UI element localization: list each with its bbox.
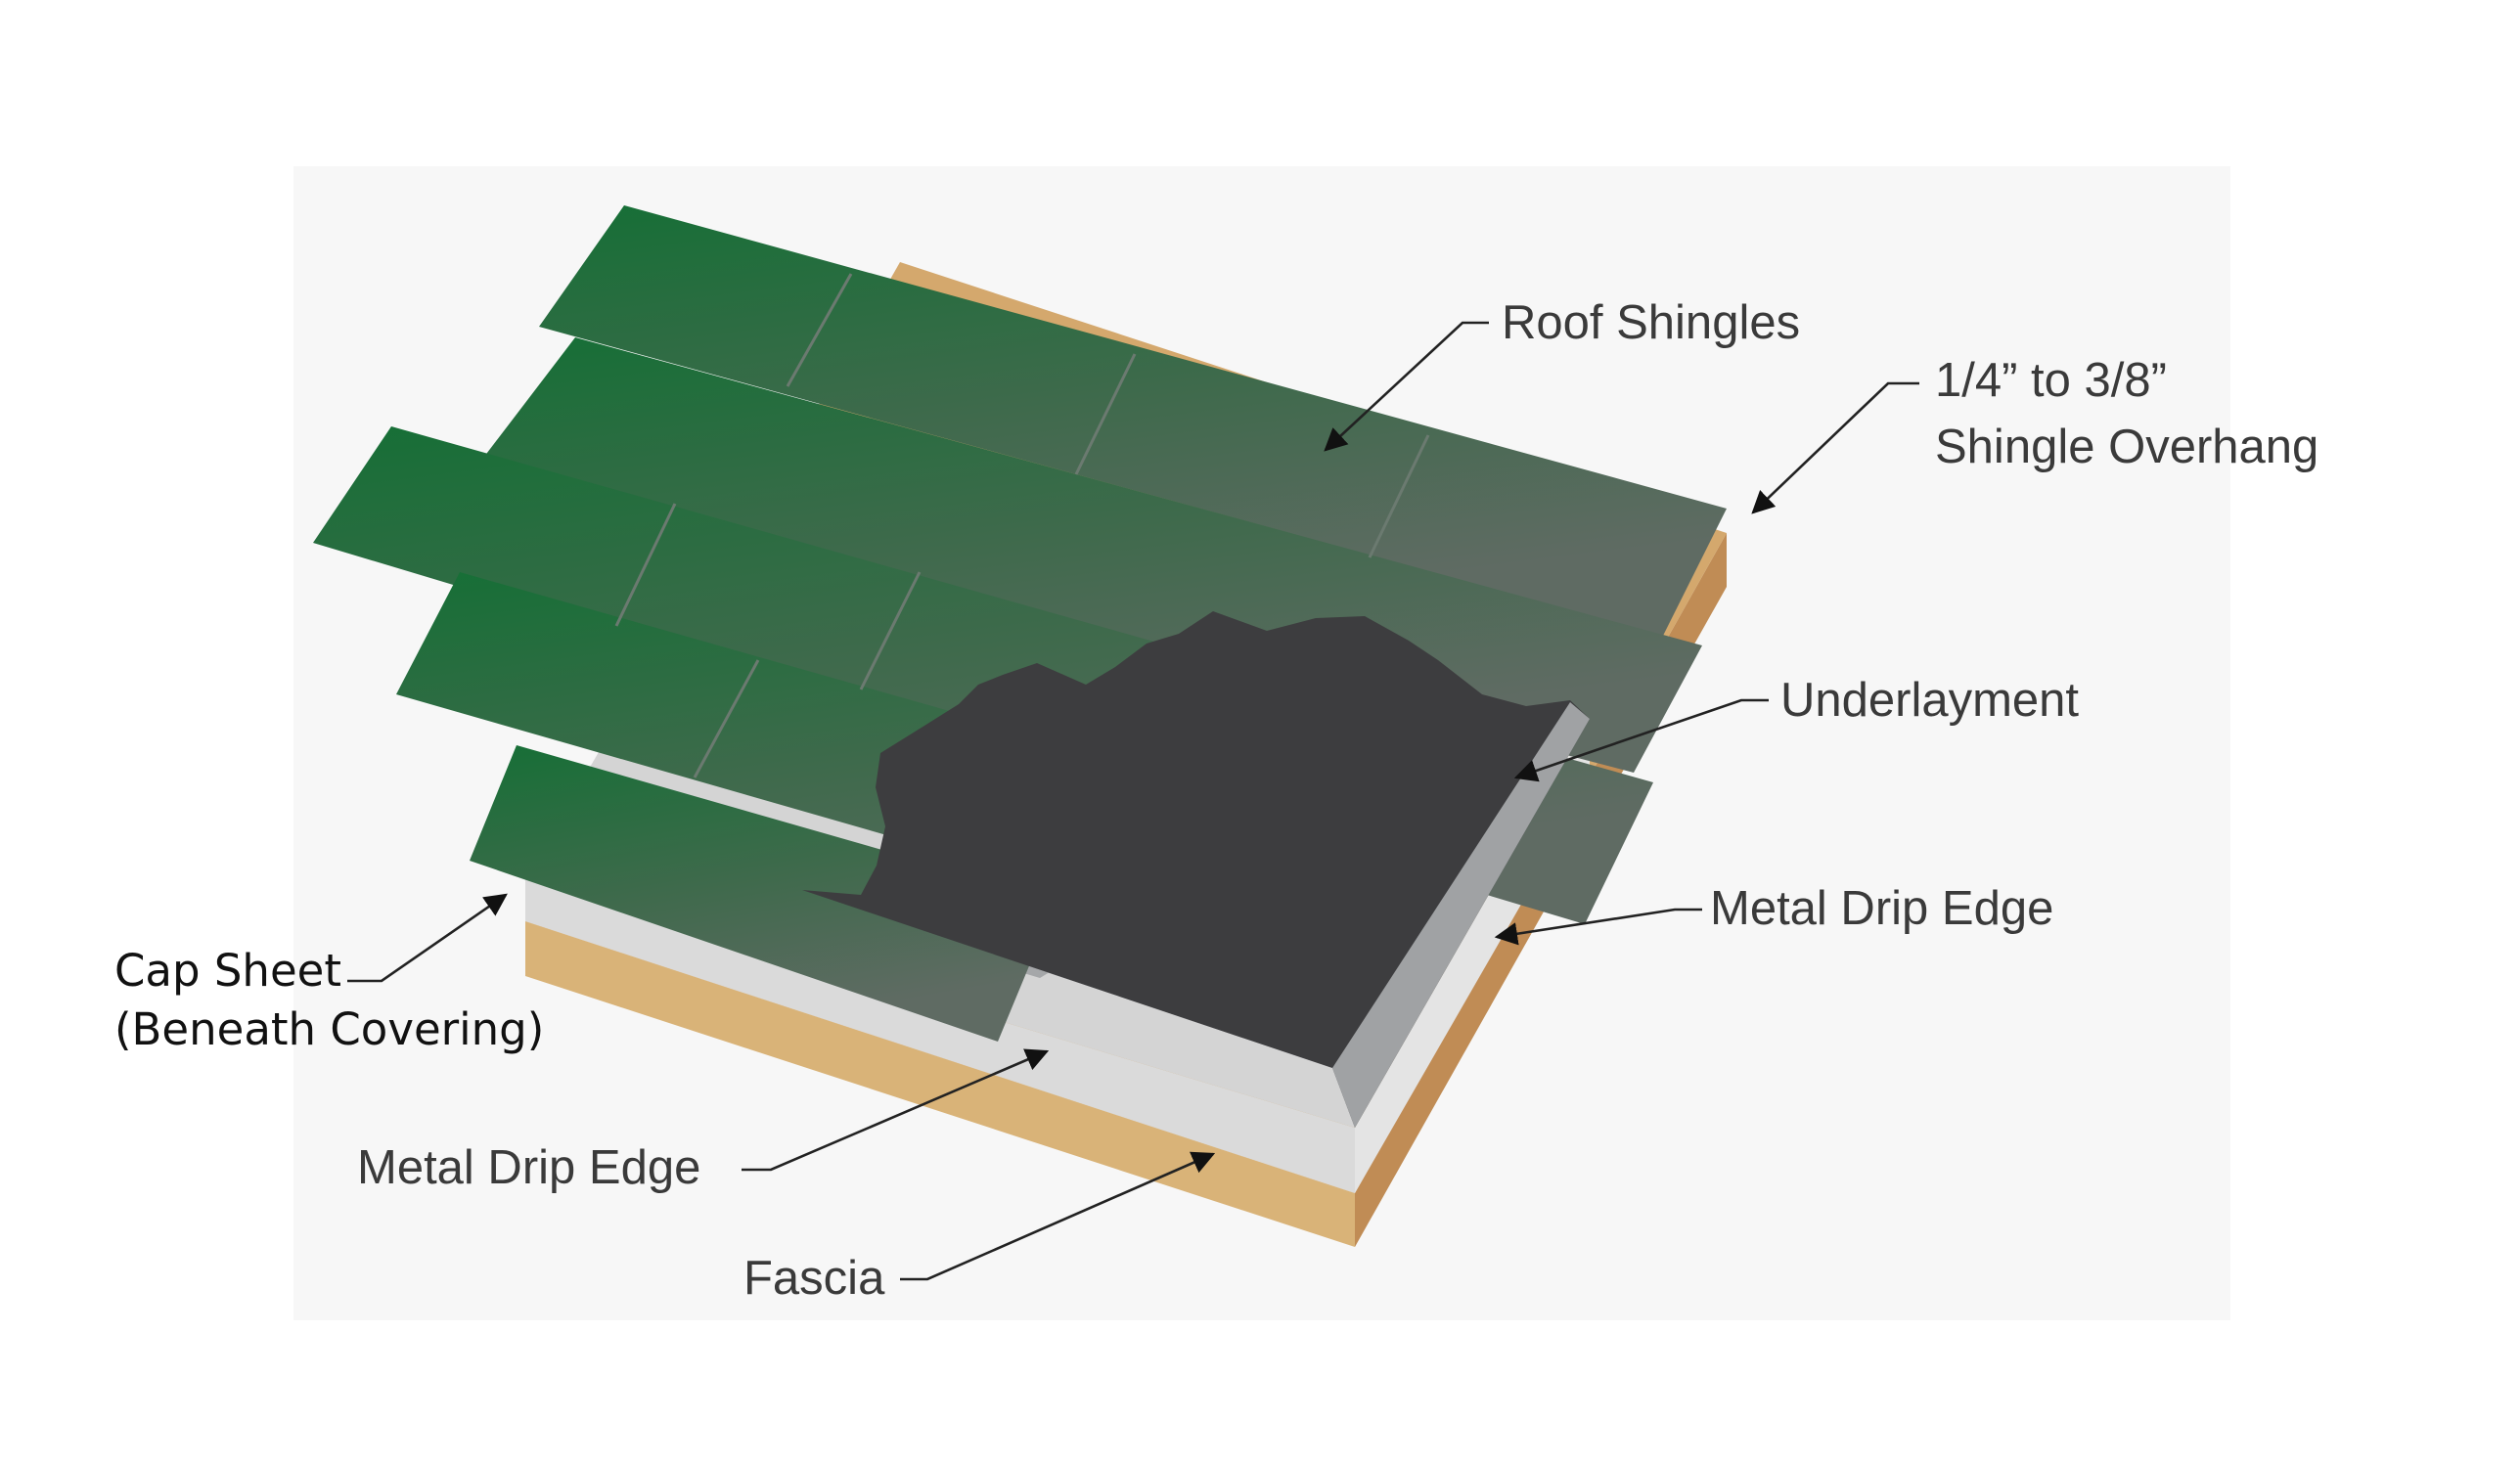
drip-edge-front — [525, 878, 1355, 1193]
overhang-leader — [1751, 381, 1919, 514]
cap-sheet-leader — [347, 893, 508, 983]
metal-drip-edge-left-label: Metal Drip Edge — [357, 1141, 700, 1194]
metal-drip-edge-left-leader — [742, 1048, 1050, 1172]
fascia-leader — [900, 1151, 1216, 1281]
cap-sheet-label-line2: (Beneath Covering) — [114, 1003, 544, 1055]
underlayment-label: Underlayment — [1780, 674, 2079, 727]
metal-drip-edge-right-label: Metal Drip Edge — [1710, 882, 2053, 935]
fascia-label: Fascia — [743, 1252, 885, 1305]
underlayment-leader — [1513, 698, 1769, 782]
overhang-label-line1: 1/4” to 3/8” — [1935, 354, 2167, 407]
cap-sheet-side — [1332, 702, 1590, 1128]
metal-drip-edge-right-leader — [1494, 908, 1702, 946]
cap-sheet-label-line1: Cap Sheet — [114, 945, 341, 997]
roof-shingles-leader — [1324, 321, 1489, 452]
overhang-label-line2: Shingle Overhang — [1935, 421, 2318, 473]
fascia-front — [525, 921, 1355, 1247]
roof-shingles-label: Roof Shingles — [1502, 296, 1800, 349]
